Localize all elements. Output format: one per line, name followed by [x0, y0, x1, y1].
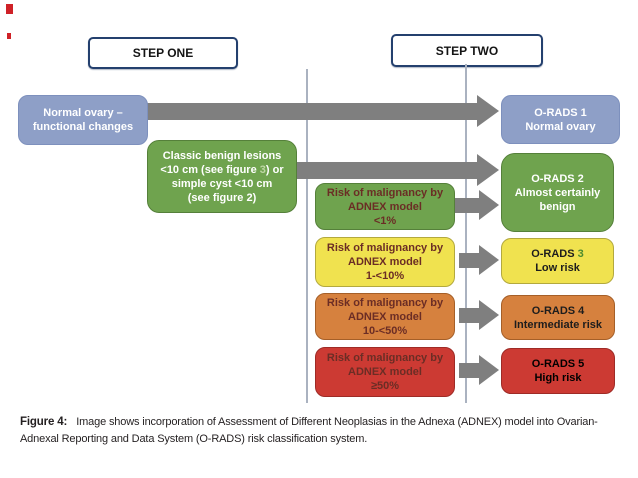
node-title: O-RADS 4	[531, 304, 585, 317]
node-title: O-RADS 2	[531, 172, 584, 185]
node-text: 1-<10%	[365, 270, 405, 282]
node-orads-5: O-RADS 5 High risk	[501, 348, 615, 394]
figure-caption-text: Adnexal Reporting and Data System (O-RAD…	[20, 433, 368, 445]
node-title: O-RADS 3	[531, 247, 584, 261]
divider-line-step-two	[465, 64, 467, 403]
node-text: Risk of malignancy by	[326, 242, 444, 254]
node-text: functional changes	[32, 121, 134, 133]
node-text: <10 cm (see figure 3) or	[160, 163, 283, 177]
node-subtitle: High risk	[534, 372, 582, 384]
arrow-classic-benign-to-orads2	[290, 162, 477, 179]
node-orads-1: O-RADS 1 Normal ovary	[501, 95, 620, 144]
node-orads-4: O-RADS 4 Intermediate risk	[501, 295, 615, 340]
figure-caption: Figure 4: Image shows incorporation of As…	[20, 414, 598, 430]
node-adnex-risk-1-10: Risk of malignancy by ADNEX model 1-<10%	[315, 237, 455, 287]
node-subtitle: Normal ovary	[525, 120, 596, 133]
node-text: <10 cm (see figure	[160, 163, 260, 176]
arrow-head-icon	[479, 190, 499, 220]
arrow-risk1-to-orads2	[453, 198, 480, 213]
node-text: ADNEX model	[348, 256, 422, 268]
arrow-risk3-to-orads4	[459, 308, 480, 323]
arrow-normal-ovary-to-orads1	[142, 103, 477, 120]
node-title: O-RADS 1	[534, 106, 587, 119]
orads-3-number: 3	[577, 248, 584, 260]
node-orads-3: O-RADS 3 Low risk	[501, 238, 614, 284]
node-text: ADNEX model	[348, 200, 422, 213]
node-subtitle: Intermediate risk	[513, 318, 603, 331]
node-text: Risk of malignancy by	[326, 186, 444, 199]
figure-caption-text: Image shows incorporation of Assessment …	[76, 416, 598, 428]
step-two-header: STEP TWO	[391, 34, 543, 67]
figure-caption: Adnexal Reporting and Data System (O-RAD…	[20, 431, 367, 447]
arrow-head-icon	[477, 95, 499, 127]
red-edge-artifact	[6, 4, 13, 14]
node-text: simple cyst <10 cm	[171, 177, 273, 190]
figure-3-link: 3	[259, 163, 266, 176]
arrow-head-icon	[479, 355, 499, 385]
node-text: 10-<50%	[362, 324, 408, 337]
arrow-head-icon	[479, 300, 499, 330]
node-subtitle: Low risk	[535, 262, 580, 274]
node-adnex-risk-10-50: Risk of malignancy by ADNEX model 10-<50…	[315, 293, 455, 340]
node-subtitle: Almost certainly benign	[514, 186, 601, 213]
node-text: <1%	[373, 214, 397, 227]
node-orads-2: O-RADS 2 Almost certainly benign	[501, 153, 614, 232]
node-text: ADNEX model	[348, 310, 422, 323]
node-text: (see figure 2)	[187, 191, 257, 204]
arrow-head-icon	[479, 245, 499, 275]
node-normal-ovary: Normal ovary – functional changes	[18, 95, 148, 145]
step-one-header: STEP ONE	[88, 37, 238, 69]
node-text: Normal ovary –	[43, 107, 123, 119]
node-text: ≥50%	[370, 380, 400, 392]
node-adnex-risk-ge50: Risk of malignancy by ADNEX model ≥50%	[315, 347, 455, 397]
node-classic-benign-lesions: Classic benign lesions <10 cm (see figur…	[147, 140, 297, 213]
node-text: Classic benign lesions	[162, 149, 282, 162]
figure-caption-label: Figure 4:	[20, 416, 68, 428]
node-adnex-risk-lt1: Risk of malignancy by ADNEX model <1%	[315, 183, 455, 230]
step-two-label: STEP TWO	[435, 43, 499, 58]
step-one-label: STEP ONE	[132, 46, 194, 60]
divider-line-step-one	[306, 69, 308, 403]
arrow-head-icon	[477, 154, 499, 186]
arrow-risk4-to-orads5	[459, 363, 480, 378]
node-text: Risk of malignancy by	[326, 296, 444, 309]
arrow-risk2-to-orads3	[459, 253, 480, 268]
node-text: ADNEX model	[348, 366, 422, 378]
node-title: O-RADS 5	[531, 358, 585, 370]
node-text: ) or	[265, 163, 284, 176]
node-title: O-RADS	[531, 248, 578, 260]
node-text: Risk of malignancy by	[326, 352, 444, 364]
red-edge-artifact	[7, 33, 11, 39]
